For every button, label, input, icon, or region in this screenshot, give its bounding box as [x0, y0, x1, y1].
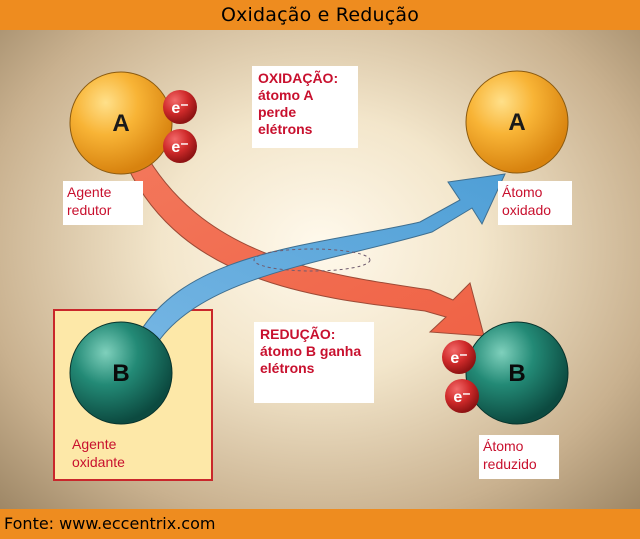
reduced-atom-line-2: reduzido — [483, 456, 537, 472]
atom-b-oxidizing-agent — [69, 321, 173, 425]
title-bar: Oxidação e Redução — [0, 0, 640, 30]
atom-a-oxidized — [465, 70, 569, 174]
electron-a-1 — [163, 90, 197, 124]
atom-b-letter-left: B — [112, 360, 129, 387]
electron-a-2 — [163, 129, 197, 163]
footer-bar: Fonte: www.eccentrix.com — [0, 509, 640, 539]
arrow-crossing — [253, 248, 371, 272]
reduction-box: REDUÇÃO: átomo B ganha elétrons — [254, 322, 374, 403]
reduction-line-2: átomo B ganha — [260, 343, 362, 359]
electron-b-2-label: e⁻ — [453, 389, 470, 406]
atom-b-letter-right: B — [508, 360, 525, 387]
oxidized-atom-line-2: oxidado — [502, 202, 552, 218]
reducing-agent-label: Agente redutor — [63, 181, 143, 225]
oxidizing-agent-label: Agente oxidante — [68, 433, 158, 477]
reduced-atom-line-1: Átomo — [483, 438, 524, 454]
reduced-atom-label: Átomo reduzido — [479, 435, 559, 479]
electron-b-1-label: e⁻ — [450, 350, 467, 367]
electron-b-2 — [445, 379, 479, 413]
oxidized-atom-line-1: Átomo — [502, 184, 543, 200]
reduction-heading: REDUÇÃO: — [260, 326, 336, 342]
oxidation-box: OXIDAÇÃO: átomo A perde elétrons — [252, 66, 358, 148]
atom-a-reducing-agent — [69, 71, 173, 175]
oxidizing-agent-line-2: oxidante — [72, 454, 125, 470]
oxidation-arrow — [139, 173, 506, 343]
oxidation-line-2: átomo A perde — [258, 87, 313, 120]
atom-a-letter-right: A — [508, 109, 525, 136]
reducing-agent-line-2: redutor — [67, 202, 112, 218]
oxidizing-agent-line-1: Agente — [72, 436, 117, 452]
oxidized-atom-label: Átomo oxidado — [498, 181, 572, 225]
electron-b-1 — [442, 340, 476, 374]
electron-a-1-label: e⁻ — [171, 100, 188, 117]
electron-a-2-label: e⁻ — [171, 139, 188, 156]
oxidation-heading: OXIDAÇÃO: — [258, 70, 339, 86]
page-title: Oxidação e Redução — [220, 4, 420, 26]
reducing-agent-line-1: Agente — [67, 184, 112, 200]
atom-a-letter-left: A — [112, 110, 129, 137]
oxidation-line-3: elétrons — [258, 121, 313, 137]
source-credit: Fonte: www.eccentrix.com — [4, 514, 216, 533]
reduction-arrow — [127, 157, 485, 337]
atom-b-reduced — [465, 321, 569, 425]
reduction-line-3: elétrons — [260, 360, 315, 376]
